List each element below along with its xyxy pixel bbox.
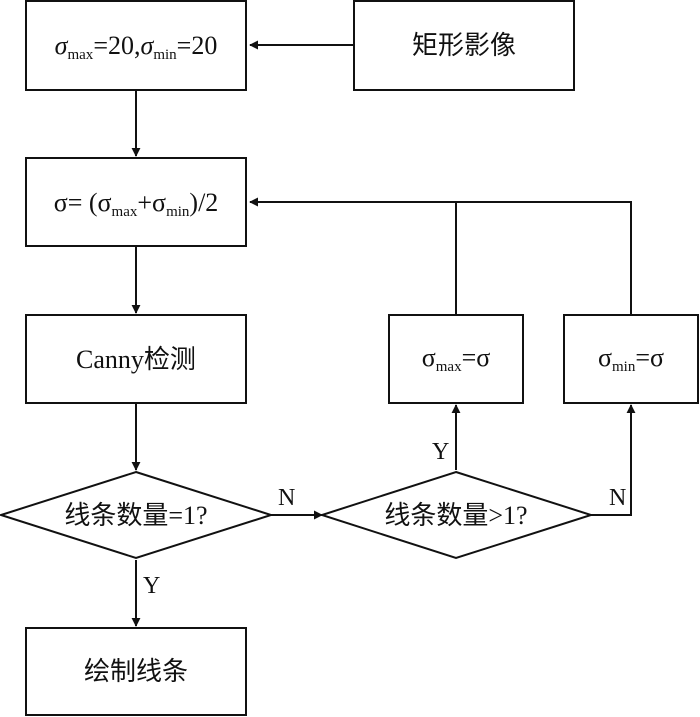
sigma-max-text: σmax=σ	[422, 343, 491, 375]
decision-gt1-label: 线条数量>1?	[384, 501, 527, 530]
sigma-update-box: σ= (σmax+σmin)/2	[25, 157, 247, 247]
rect-image-label: 矩形影像	[412, 31, 516, 60]
init-sigma-box: σmax=20,σmin=20	[25, 0, 247, 91]
decision-line-count-eq1: 线条数量=1?	[0, 470, 275, 560]
canny-detect-box: Canny检测	[25, 314, 247, 404]
canny-detect-label: Canny检测	[76, 345, 196, 374]
decision-line-count-gt1: 线条数量>1?	[318, 470, 595, 560]
sigma-update-text: σ= (σmax+σmin)/2	[54, 188, 219, 220]
draw-lines-label: 绘制线条	[84, 657, 188, 686]
sigma-max-box: σmax=σ	[388, 314, 524, 404]
connectors	[131, 40, 636, 627]
edge-label-gt1-no: N	[609, 485, 626, 511]
init-sigma-text: σmax=20,σmin=20	[55, 31, 218, 63]
decision-eq1-label: 线条数量=1?	[64, 501, 207, 530]
sigma-min-box: σmin=σ	[563, 314, 699, 404]
line-sigmamin-feedback	[456, 201, 632, 315]
sigma-min-text: σmin=σ	[598, 343, 664, 375]
draw-lines-box: 绘制线条	[25, 627, 247, 716]
rect-image-box: 矩形影像	[353, 0, 575, 91]
edge-label-gt1-yes: Y	[432, 439, 449, 465]
arrow-sigmamax-feedback	[249, 197, 457, 315]
edge-label-eq1-yes: Y	[143, 573, 160, 599]
arrow-gt1-to-sigmamin	[591, 404, 636, 516]
edge-label-eq1-no: N	[278, 485, 295, 511]
